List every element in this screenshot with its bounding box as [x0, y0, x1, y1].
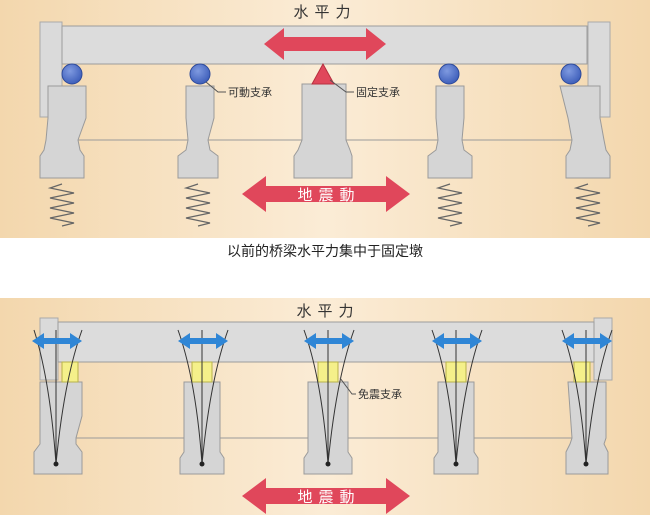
spring-icon: [47, 183, 75, 227]
double-arrow-icon: [432, 333, 482, 349]
fixed-bearing-label: 固定支承: [356, 85, 400, 99]
roller-bearing-icon: [438, 63, 460, 85]
pier-4: [427, 85, 473, 179]
roller-bearing-icon: [560, 63, 582, 85]
ground-motion-arrow-icon: [242, 478, 410, 514]
pier-2: [177, 85, 219, 179]
top-panel: 可動支承 固定支承 水平力 地震動: [0, 0, 650, 238]
spring-icon: [573, 183, 601, 227]
top-title: 水平力: [293, 3, 356, 21]
left-abutment: [39, 317, 59, 381]
pier-b1: [33, 381, 83, 475]
roller-bearing-icon: [189, 63, 211, 85]
right-abutment: [593, 317, 613, 381]
pier-1: [39, 85, 87, 179]
ground-motion-arrow-icon: [242, 176, 410, 212]
fixed-bearing-icon: [311, 62, 335, 85]
isolation-bearing-label: 免震支承: [358, 387, 402, 401]
double-arrow-icon: [304, 333, 354, 349]
deflection-curves: [33, 329, 613, 465]
ground-motion-label-bottom: 地震動: [297, 489, 360, 506]
pier-5: [559, 85, 611, 179]
double-arrow-icon: [562, 333, 612, 349]
pier-3-fixed: [293, 83, 353, 179]
movable-bearing-label: 可動支承: [228, 85, 272, 99]
horizontal-force-arrow-icon: [264, 28, 386, 60]
leader-line: [205, 81, 226, 93]
leader-line: [339, 377, 356, 395]
pivot-points: [53, 461, 589, 467]
pier-b5: [565, 381, 609, 475]
roller-bearing-icon: [61, 63, 83, 85]
leader-line: [329, 79, 354, 93]
bottom-panel: 免震支承 水平力 地震動: [0, 298, 650, 515]
caption: 以前的桥梁水平力集中于固定墩: [227, 243, 423, 260]
ground-motion-label-top: 地震動: [297, 187, 360, 204]
blue-arrows: [32, 333, 612, 349]
bottom-title: 水平力: [296, 302, 359, 320]
springs-top: [47, 183, 601, 227]
isolation-bearing-icon: [573, 361, 591, 383]
spring-icon: [435, 183, 463, 227]
double-arrow-icon: [32, 333, 82, 349]
double-arrow-icon: [178, 333, 228, 349]
spring-icon: [183, 183, 211, 227]
